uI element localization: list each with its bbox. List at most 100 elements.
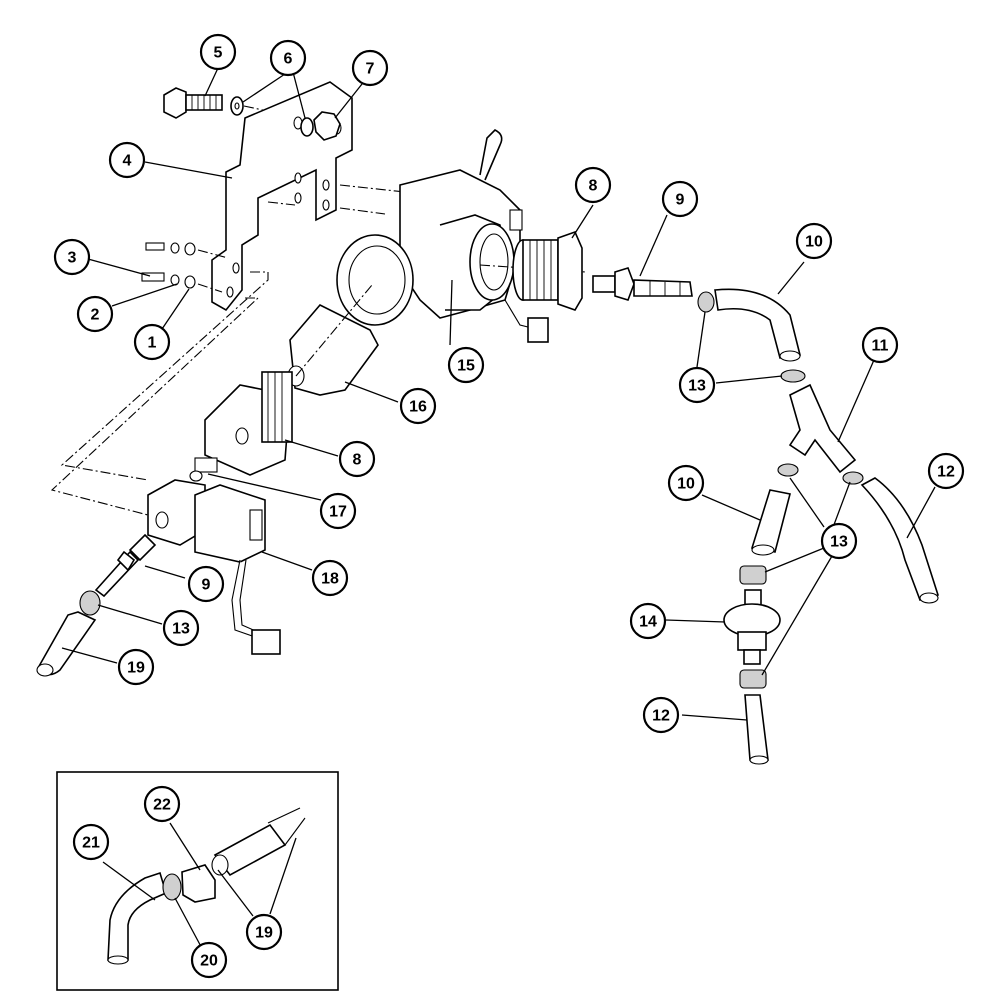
callout-c8a: 8 xyxy=(574,166,612,204)
callout-c12b: 12 xyxy=(642,696,680,734)
callout-number: 22 xyxy=(153,797,171,814)
callout-number: 9 xyxy=(202,577,211,594)
hose-clamp-part xyxy=(697,291,715,313)
stud-part xyxy=(189,457,218,482)
callout-c19a: 19 xyxy=(117,648,155,686)
callout-number: 5 xyxy=(214,45,223,62)
callout-number: 6 xyxy=(284,51,293,68)
callout-circle xyxy=(311,559,349,597)
callout-c18: 18 xyxy=(311,559,349,597)
callout-c13c: 13 xyxy=(162,609,200,647)
callout-c13b: 13 xyxy=(820,522,858,560)
callout-number: 3 xyxy=(68,250,77,267)
callout-circle xyxy=(678,366,716,404)
callout-c11: 11 xyxy=(861,326,899,364)
screw-part xyxy=(141,242,229,293)
inset-detail-box xyxy=(56,771,339,991)
callout-c1: 1 xyxy=(133,323,171,361)
callout-number: 4 xyxy=(123,153,132,170)
callout-number: 7 xyxy=(366,61,375,78)
callout-number: 1 xyxy=(148,335,157,352)
callout-number: 2 xyxy=(91,307,100,324)
solenoid-part xyxy=(147,479,281,655)
callout-c2: 2 xyxy=(76,295,114,333)
callout-number: 20 xyxy=(200,953,218,970)
sleeve-part xyxy=(289,304,379,396)
callout-circle xyxy=(795,222,833,260)
callout-circle xyxy=(162,609,200,647)
callout-circle xyxy=(76,295,114,333)
bolt-part xyxy=(163,87,223,119)
callout-c19b: 19 xyxy=(245,913,283,951)
callout-c21: 21 xyxy=(72,823,110,861)
callout-number: 12 xyxy=(937,464,955,481)
callout-circle xyxy=(72,823,110,861)
inline-filter-part xyxy=(723,589,781,665)
barb-fitting-part-lower xyxy=(94,533,157,598)
callout-c15: 15 xyxy=(447,346,485,384)
callout-c13a: 13 xyxy=(678,366,716,404)
callout-c12a: 12 xyxy=(927,452,965,490)
callout-number: 15 xyxy=(457,358,475,375)
callout-number: 8 xyxy=(589,178,598,195)
callout-c10a: 10 xyxy=(795,222,833,260)
y-connector-part xyxy=(788,383,857,474)
barb-fitting-part xyxy=(592,267,693,301)
callout-circle xyxy=(661,180,699,218)
callout-circle xyxy=(338,440,376,478)
callout-number: 19 xyxy=(127,660,145,677)
callout-c9b: 9 xyxy=(187,565,225,603)
callout-number: 12 xyxy=(652,708,670,725)
callout-c10b: 10 xyxy=(667,464,705,502)
callout-c16: 16 xyxy=(399,387,437,425)
callout-circle xyxy=(820,522,858,560)
callout-circle xyxy=(667,464,705,502)
callout-circle xyxy=(53,238,91,276)
callout-circle xyxy=(319,492,357,530)
callout-number: 13 xyxy=(688,378,706,395)
callout-number: 16 xyxy=(409,399,427,416)
callout-c5: 5 xyxy=(199,33,237,71)
callout-c17: 17 xyxy=(319,492,357,530)
callout-circle xyxy=(574,166,612,204)
callout-number: 17 xyxy=(329,504,347,521)
callout-number: 10 xyxy=(677,476,695,493)
callout-c3: 3 xyxy=(53,238,91,276)
mounting-bracket xyxy=(211,81,353,312)
callout-circle xyxy=(351,49,389,87)
callout-circle xyxy=(190,941,228,979)
callout-number: 13 xyxy=(830,534,848,551)
callout-c22: 22 xyxy=(143,785,181,823)
callout-number: 8 xyxy=(353,452,362,469)
callout-circle xyxy=(927,452,965,490)
callout-number: 10 xyxy=(805,234,823,251)
callout-circle xyxy=(861,326,899,364)
connector-part xyxy=(181,864,216,903)
callout-number: 13 xyxy=(172,621,190,638)
callout-c8b: 8 xyxy=(338,440,376,478)
fitting-part-lower xyxy=(204,371,293,476)
callout-number: 18 xyxy=(321,571,339,588)
callout-circle xyxy=(447,346,485,384)
valve-body xyxy=(336,129,549,343)
callout-circle xyxy=(187,565,225,603)
callout-c7: 7 xyxy=(351,49,389,87)
callout-circle xyxy=(199,33,237,71)
callout-circle xyxy=(399,387,437,425)
callout-c9a: 9 xyxy=(661,180,699,218)
callout-number: 14 xyxy=(639,614,657,631)
callout-c14: 14 xyxy=(629,602,667,640)
callout-c20: 20 xyxy=(190,941,228,979)
callout-c4: 4 xyxy=(108,141,146,179)
callout-circle xyxy=(108,141,146,179)
callout-circle xyxy=(133,323,171,361)
fitting-part xyxy=(512,230,583,311)
callout-number: 19 xyxy=(255,925,273,942)
callout-circle xyxy=(642,696,680,734)
callout-circle xyxy=(629,602,667,640)
callout-number: 11 xyxy=(872,338,889,355)
callout-circle xyxy=(143,785,181,823)
callout-circle xyxy=(245,913,283,951)
